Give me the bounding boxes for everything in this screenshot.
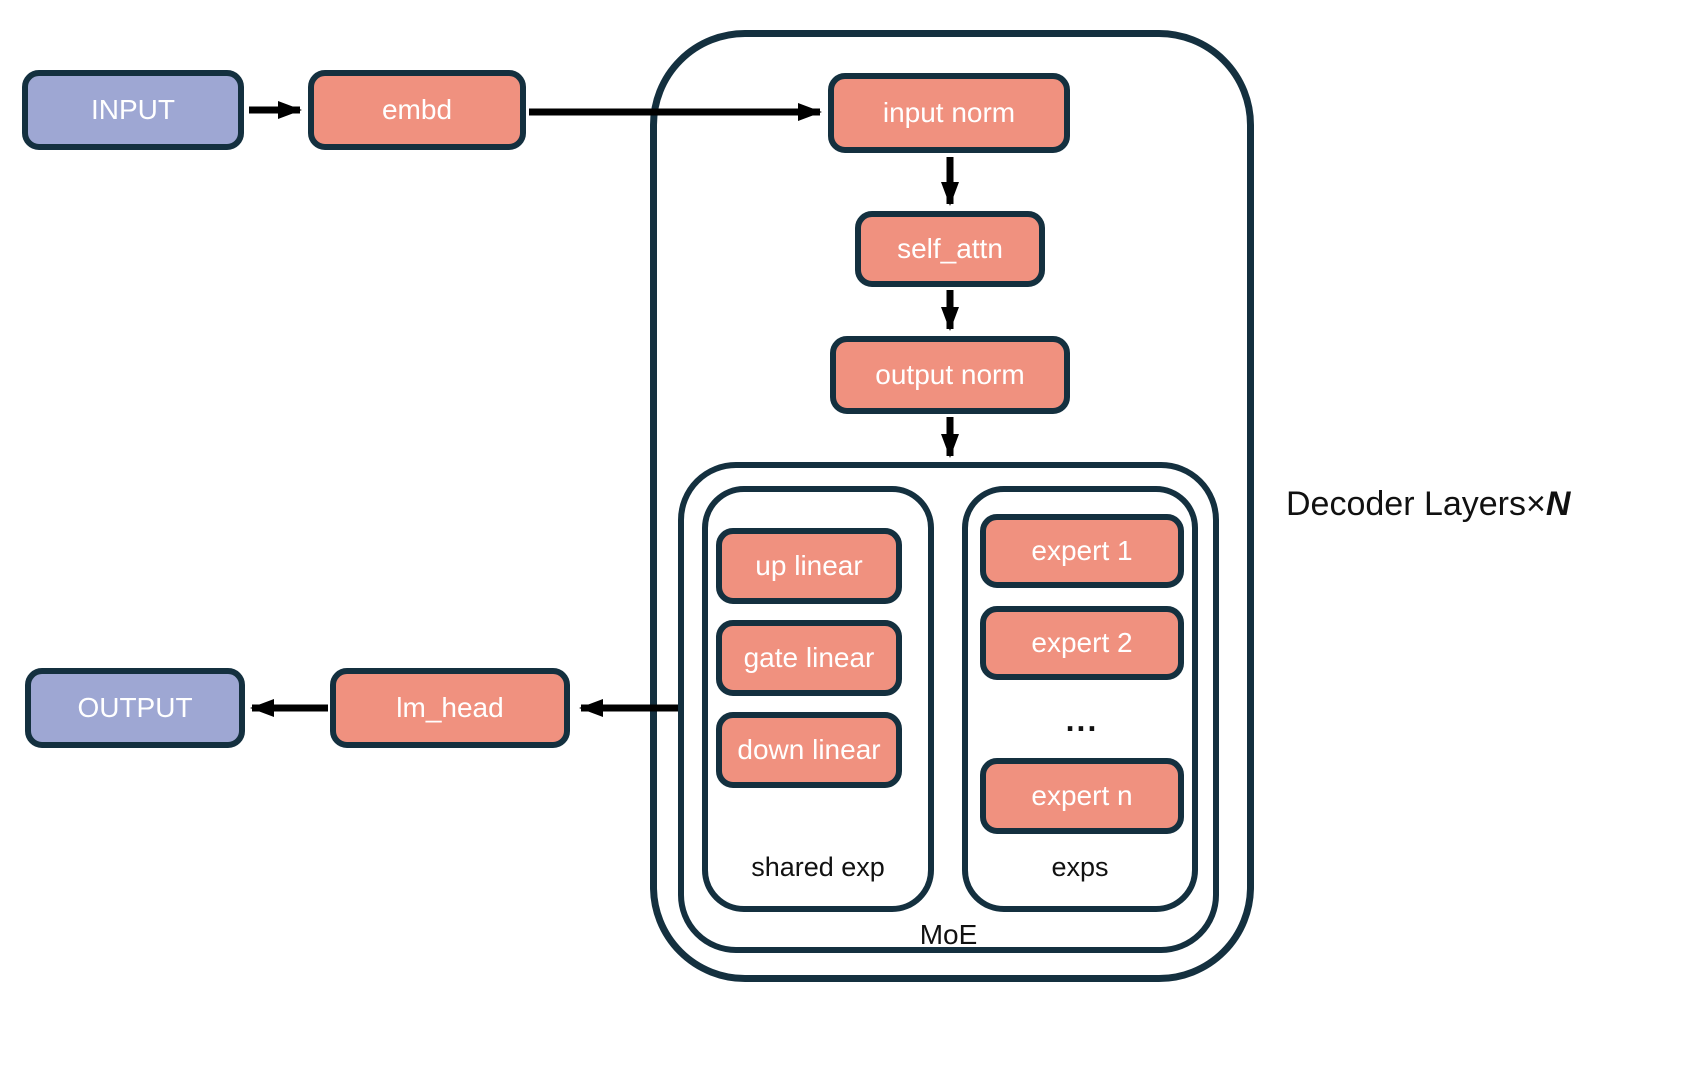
input-node: INPUT	[22, 70, 244, 150]
exps-label: exps	[1051, 851, 1109, 882]
gate-linear-node: gate linear	[716, 620, 902, 696]
decoder-layers-container	[650, 30, 1254, 982]
expert-2-node: expert 2	[980, 606, 1184, 680]
down-linear-node: down linear	[716, 712, 902, 788]
output-norm-node: output norm	[830, 336, 1070, 414]
shared-exp-label: shared exp	[751, 851, 885, 882]
embd-node: embd	[308, 70, 526, 150]
expert-n-node: expert n	[980, 758, 1184, 834]
expert-1-node: expert 1	[980, 514, 1184, 588]
lm-head-node: lm_head	[330, 668, 570, 748]
up-linear-node: up linear	[716, 528, 902, 604]
moe-container	[678, 462, 1219, 953]
moe-label: MoE	[919, 919, 978, 950]
decoder-layers-label-text: Decoder Layers	[1286, 485, 1527, 523]
output-node: OUTPUT	[25, 668, 245, 748]
input-norm-node: input norm	[828, 73, 1070, 153]
exps-container	[962, 486, 1198, 912]
decoder-layers-label: Decoder Layers×N	[1286, 485, 1570, 524]
shared-exp-container	[702, 486, 934, 912]
self-attn-node: self_attn	[855, 211, 1045, 287]
experts-ellipsis: ...	[1065, 701, 1099, 738]
decoder-layers-times-sign: ×	[1526, 485, 1546, 523]
decoder-layers-n: N	[1545, 485, 1571, 523]
